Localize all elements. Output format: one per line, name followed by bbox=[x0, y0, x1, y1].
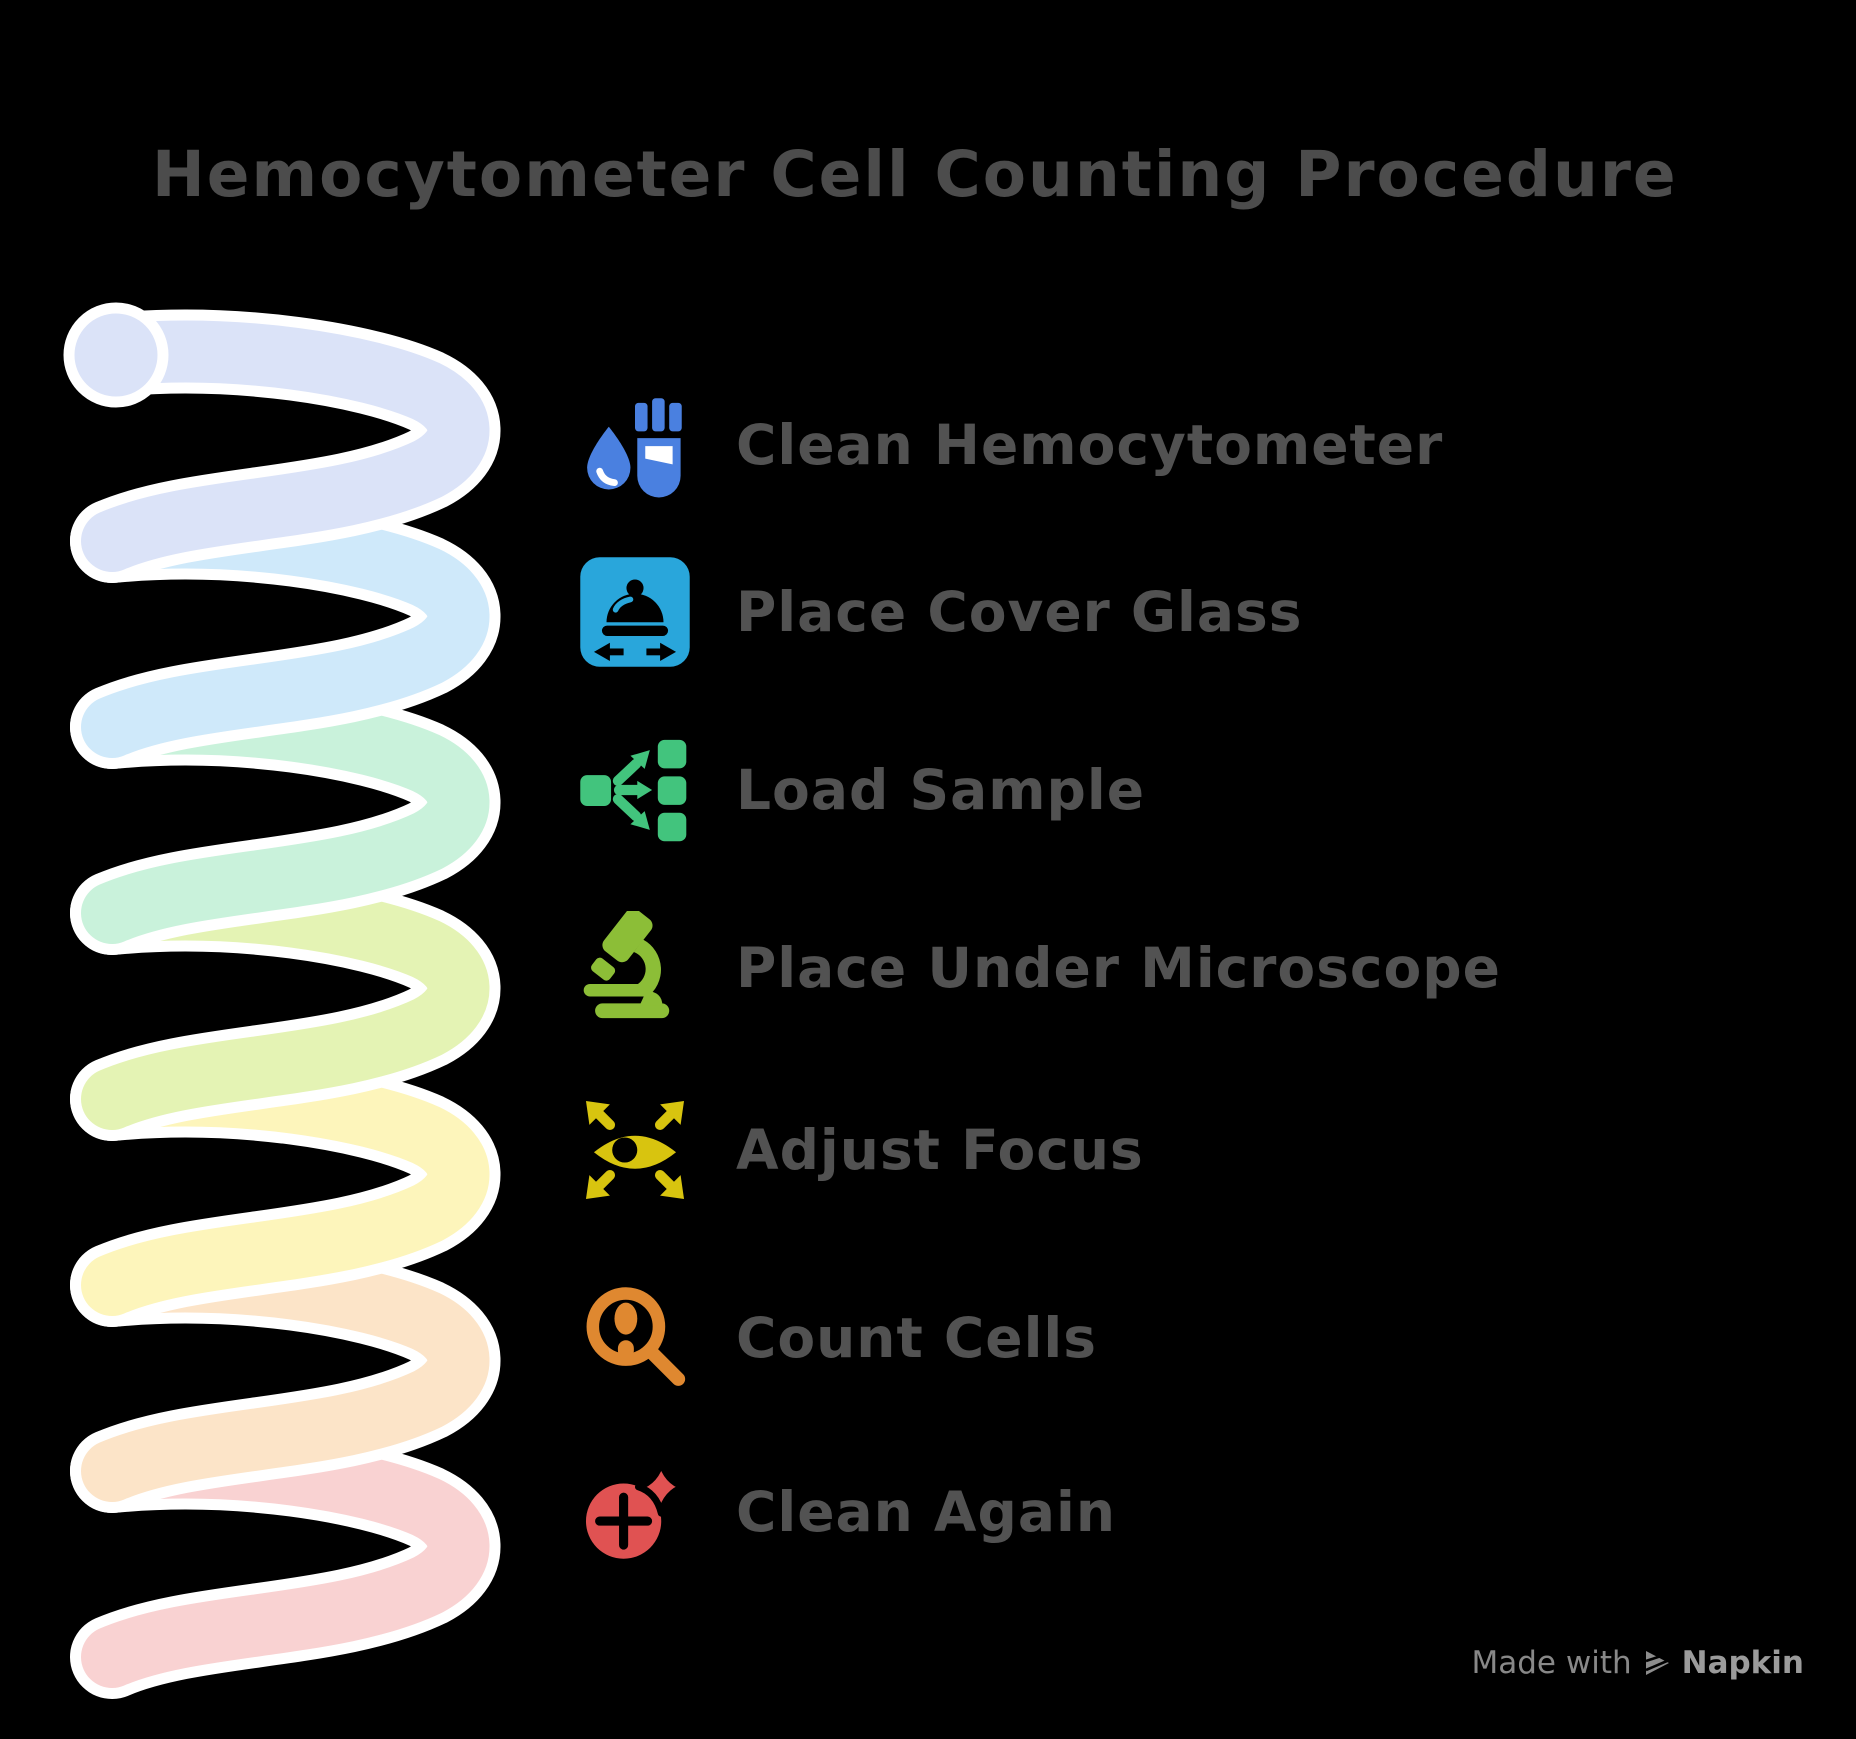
step-label: Adjust Focus bbox=[736, 1118, 1144, 1182]
step-row: Place Cover Glass bbox=[578, 550, 1303, 674]
napkin-logo-icon bbox=[1645, 1651, 1669, 1675]
load-sample-icon bbox=[578, 733, 692, 847]
step-row: Load Sample bbox=[578, 728, 1145, 852]
napkin-watermark: Made with Napkin bbox=[1472, 1645, 1805, 1681]
step-label: Load Sample bbox=[736, 758, 1146, 822]
step-row: Clean Again bbox=[578, 1450, 1116, 1574]
step-label: Place Cover Glass bbox=[736, 580, 1303, 644]
microscope-icon bbox=[578, 911, 692, 1025]
brand-text: Napkin bbox=[1681, 1645, 1804, 1681]
clean-again-icon bbox=[578, 1455, 692, 1569]
count-cells-icon bbox=[578, 1281, 692, 1395]
step-row: Adjust Focus bbox=[578, 1088, 1144, 1212]
page-title: Hemocytometer Cell Counting Procedure bbox=[152, 138, 1678, 211]
adjust-focus-icon bbox=[578, 1093, 692, 1207]
cover-glass-icon bbox=[578, 555, 692, 669]
step-label: Place Under Microscope bbox=[736, 936, 1501, 1000]
step-label: Count Cells bbox=[736, 1306, 1098, 1370]
step-label: Clean Hemocytometer bbox=[736, 413, 1444, 477]
step-row: Count Cells bbox=[578, 1276, 1097, 1400]
step-row: Place Under Microscope bbox=[578, 906, 1501, 1030]
step-row: Clean Hemocytometer bbox=[578, 383, 1443, 507]
step-label: Clean Again bbox=[736, 1480, 1116, 1544]
droplet-testtube-icon bbox=[578, 388, 692, 502]
made-with-text: Made with bbox=[1471, 1645, 1632, 1681]
